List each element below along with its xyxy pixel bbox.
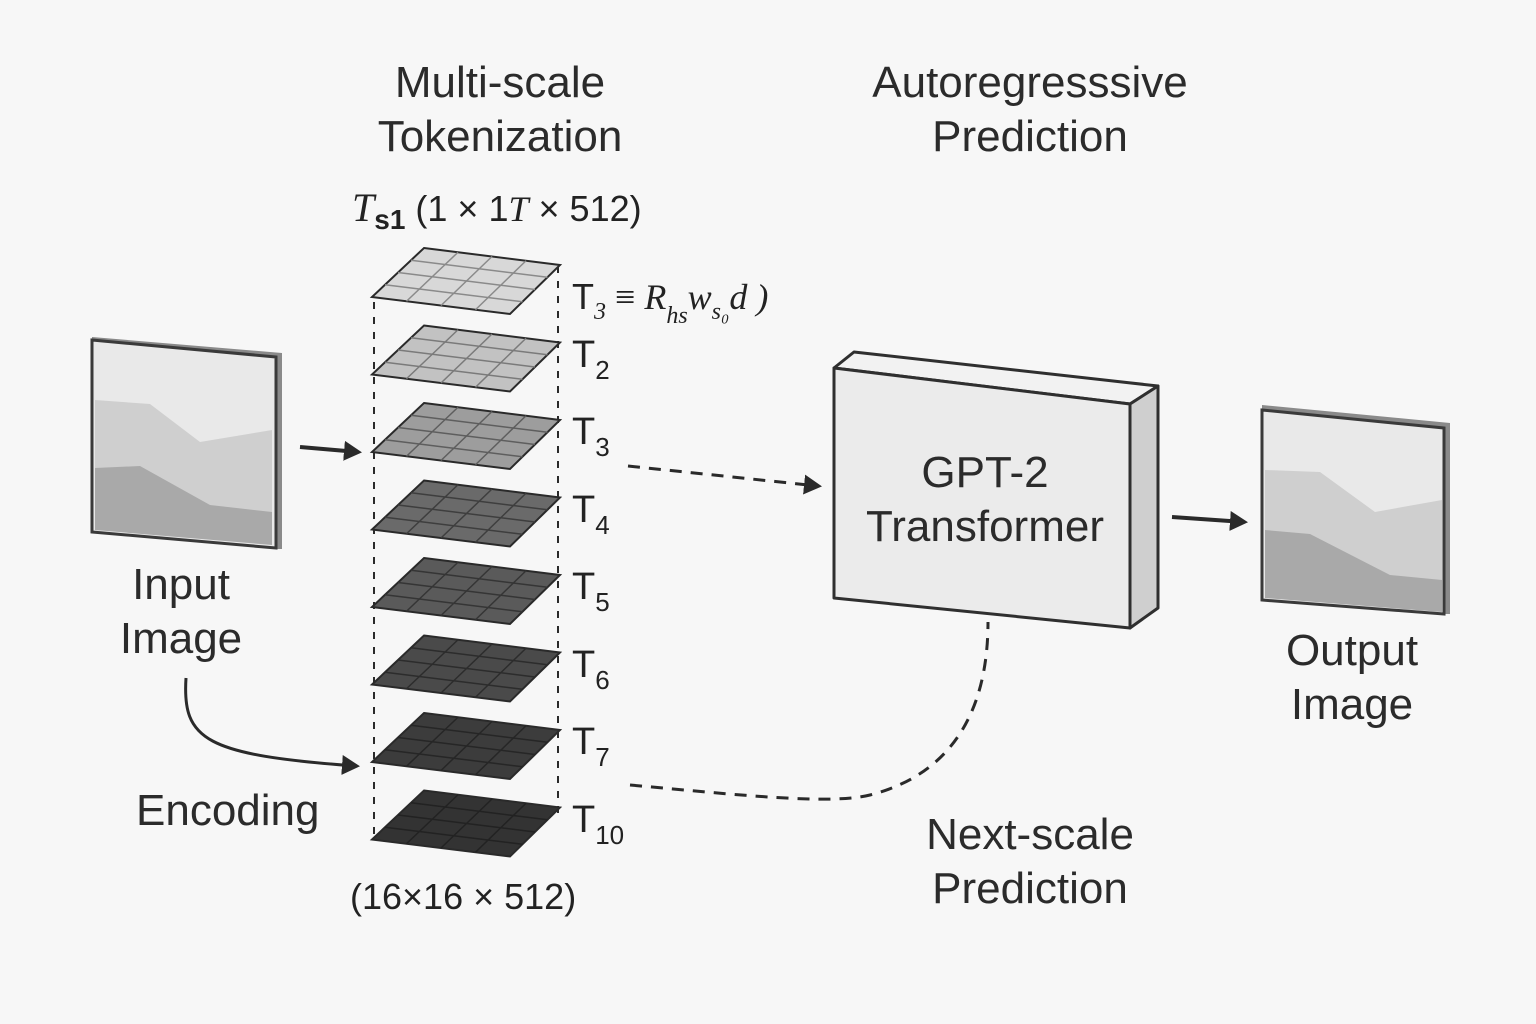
t3-to-transformer-arrow xyxy=(627,464,822,495)
layer-label: T10 xyxy=(572,798,624,850)
input-label-line-1: Input xyxy=(132,560,230,609)
token-layer xyxy=(369,634,563,703)
tokenization-title-line-1: Multi-scale xyxy=(394,58,606,107)
token-layer xyxy=(369,479,563,548)
token-layer xyxy=(369,324,563,393)
token-grid-line xyxy=(474,802,527,853)
encoding-arrow xyxy=(184,677,360,775)
prediction-title-line-2: Prediction xyxy=(932,111,1128,161)
input-label-line-2: Image xyxy=(119,613,243,663)
bottom-dims: (16×16 × 512) xyxy=(350,876,577,917)
token-grid-line xyxy=(384,749,523,768)
layer-label-subscript: 6 xyxy=(595,664,610,695)
layer-label: T6 xyxy=(572,643,610,695)
layer-label-symbol: T xyxy=(572,798,596,841)
token-grid-line xyxy=(384,594,523,613)
token-grid-line xyxy=(397,581,536,601)
tokenization-title: Multi-scale Tokenization xyxy=(350,56,650,163)
token-grid-line xyxy=(384,826,523,845)
tokenization-title-line-2: Tokenization xyxy=(377,111,623,161)
layer-formula: T3 ≡ Rhsws₀d ) xyxy=(572,276,769,329)
layer-label-symbol: T xyxy=(572,721,596,763)
top-token-label: Ts1 (1 × 1T × 512) xyxy=(352,184,642,235)
token-grid-line xyxy=(474,570,527,621)
layer-label-symbol: T xyxy=(572,333,596,376)
input-image-label: Input Image xyxy=(96,558,266,665)
layer-label-symbol: T xyxy=(572,643,596,686)
layer-label: T5 xyxy=(572,566,610,617)
token-grid-line xyxy=(384,516,523,535)
token-grid-line xyxy=(474,647,527,698)
transformer-label-line-1: GPT-2 xyxy=(921,448,1049,497)
layer-label-subscript: 10 xyxy=(595,819,625,850)
layer-label: T2 xyxy=(572,333,610,385)
input-image-thumbnail xyxy=(90,337,282,550)
next-scale-feedback-path xyxy=(629,621,990,801)
output-label-line-2: Image xyxy=(1290,679,1414,729)
encoding-label: Encoding xyxy=(136,786,320,835)
token-layer xyxy=(369,401,563,471)
prediction-title-line-1: Autoregresssive xyxy=(872,58,1188,107)
token-grid-line xyxy=(384,284,523,303)
transformer-label: GPT-2 Transformer xyxy=(850,446,1120,553)
formula-rhs-sub: hs xyxy=(666,303,688,329)
transformer-box xyxy=(832,350,1160,630)
token-grid-line xyxy=(384,439,523,458)
token-grid-line xyxy=(397,814,536,833)
layer-label: T4 xyxy=(572,488,610,540)
top-token-symbol: T xyxy=(352,185,375,230)
token-grid-line xyxy=(474,415,527,466)
token-grid-line xyxy=(397,349,536,368)
layer-label-subscript: 5 xyxy=(595,587,610,617)
token-grid-line xyxy=(384,361,523,380)
layer-label-subscript: 2 xyxy=(595,354,610,385)
layer-label-subscript: 7 xyxy=(595,742,610,772)
formula-tail: d ) xyxy=(729,277,769,317)
layer-label-subscript: 4 xyxy=(595,509,610,540)
layer-label-subscript: 3 xyxy=(595,432,610,462)
token-grid-line xyxy=(397,659,536,678)
token-grid-line xyxy=(474,260,527,311)
formula-eq: ≡ xyxy=(606,277,645,317)
top-token-subscript: s1 xyxy=(374,204,406,235)
token-grid-line xyxy=(474,492,527,543)
layer-label: T7 xyxy=(572,721,610,772)
formula-lhs-sub: 3 xyxy=(594,299,606,325)
token-grid-line xyxy=(397,426,536,446)
output-label-line-1: Output xyxy=(1285,626,1419,675)
token-grid-line xyxy=(397,271,536,291)
next-scale-line-2: Prediction xyxy=(932,863,1128,913)
formula-rhs: R xyxy=(644,277,667,317)
output-image-thumbnail xyxy=(1260,405,1450,616)
next-scale-label: Next-scale Prediction xyxy=(900,808,1160,915)
token-layer xyxy=(369,711,563,781)
input-to-stack-arrow xyxy=(299,440,362,461)
layer-label-symbol: T xyxy=(572,488,596,531)
token-layer-top xyxy=(369,246,563,316)
top-token-dims-italic: T xyxy=(508,189,529,229)
token-grid-line xyxy=(397,736,536,756)
prediction-title: Autoregresssive Prediction xyxy=(850,56,1210,163)
layer-label-symbol: T xyxy=(572,411,596,453)
token-grid-line xyxy=(384,671,523,690)
formula-w: w xyxy=(687,277,712,317)
formula-w-sub: s₀ xyxy=(711,299,730,325)
token-layer-stack xyxy=(369,246,563,858)
token-grid-line xyxy=(474,725,527,776)
layer-label-symbol: T xyxy=(572,566,596,608)
next-scale-line-1: Next-scale xyxy=(926,810,1134,859)
layer-label: T3 xyxy=(572,411,610,462)
token-layer xyxy=(369,556,563,626)
token-grid-line xyxy=(474,337,527,388)
transformer-label-line-2: Transformer xyxy=(866,501,1104,551)
token-layer xyxy=(369,789,563,858)
top-token-dims-tail: × 512) xyxy=(528,188,642,229)
formula-lhs: T xyxy=(572,276,594,317)
token-grid-line xyxy=(397,504,536,523)
top-token-dims: (1 × 1 xyxy=(415,188,509,229)
output-image-label: Output Image xyxy=(1262,624,1442,731)
transformer-to-output-arrow xyxy=(1171,511,1248,532)
